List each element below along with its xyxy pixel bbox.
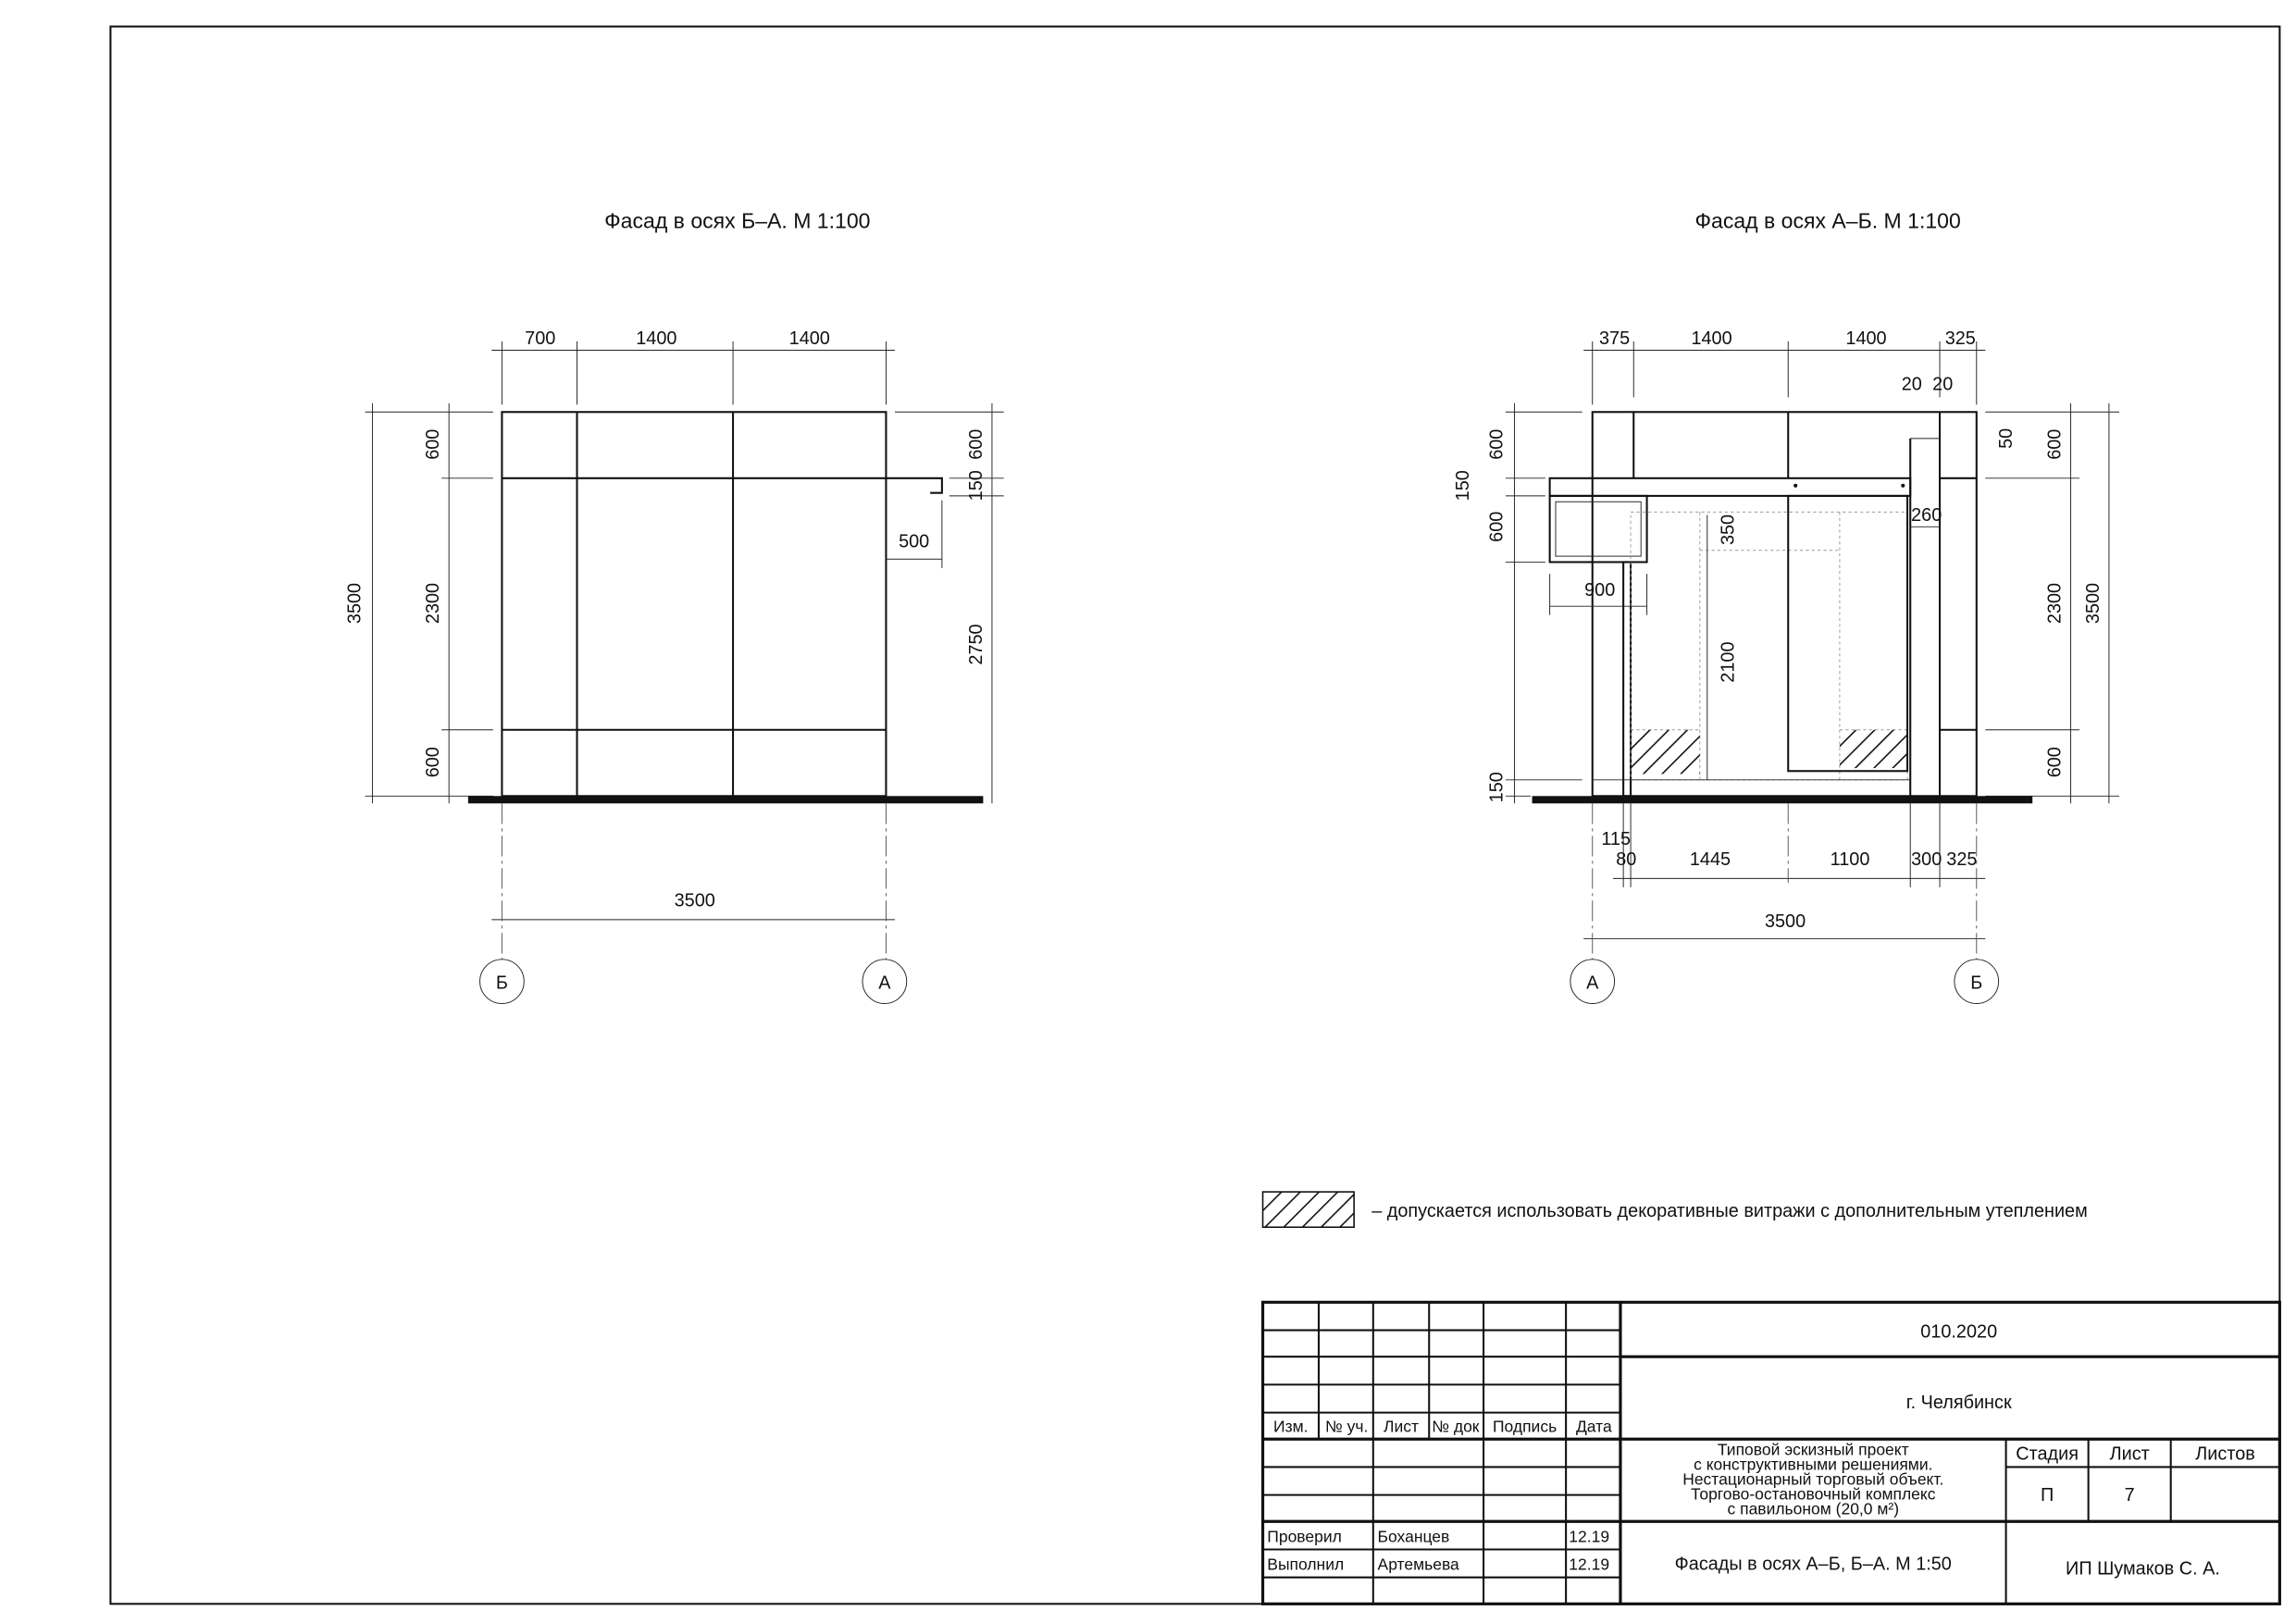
label: 700	[525, 328, 555, 349]
ground-line	[467, 796, 984, 804]
label: 12.19	[1569, 1528, 1609, 1546]
label: № док	[1432, 1417, 1480, 1435]
pole	[1622, 561, 1632, 798]
label: 350	[1718, 514, 1738, 545]
label: Дата	[1576, 1417, 1612, 1435]
label: 3500	[1765, 911, 1806, 932]
label: 900	[1584, 580, 1615, 601]
label: 20	[1902, 374, 1922, 394]
label: 600	[2044, 429, 2065, 460]
label: 600	[1487, 512, 1508, 542]
label: Лист	[2110, 1443, 2150, 1464]
label: 600	[2044, 747, 2065, 777]
label: Выполнил	[1267, 1555, 1344, 1574]
label: 12.19	[1569, 1555, 1609, 1574]
sheet-title: Фасады в осях А–Б, Б–А. М 1:50	[1675, 1555, 1952, 1575]
right-facade: Фасад в осях А–Б. М 1:100 375 1400 1400 …	[1453, 208, 2120, 1004]
right-facade-title: Фасад в осях А–Б. М 1:100	[1695, 208, 1961, 232]
label: Типовой эскизный проект	[1718, 1441, 1909, 1459]
label: 2750	[966, 624, 987, 664]
label: 7	[2125, 1485, 2135, 1505]
label: П	[2041, 1485, 2054, 1505]
label: Боханцев	[1378, 1528, 1450, 1546]
label: Проверил	[1267, 1528, 1342, 1546]
hatched-panel	[1631, 729, 1700, 774]
city: г. Челябинск	[1906, 1393, 2012, 1413]
label: 1400	[1691, 328, 1731, 349]
label: 50	[1996, 428, 2017, 449]
label: Стадия	[2016, 1443, 2079, 1464]
label: 600	[423, 747, 443, 777]
label: 150	[1453, 470, 1473, 501]
label: 2100	[1718, 642, 1738, 683]
legend: – допускается использовать декоративные …	[1261, 1191, 2088, 1229]
axis-marker	[1570, 959, 1616, 1004]
sheet-frame	[109, 25, 2281, 1605]
label: Изм.	[1273, 1417, 1308, 1435]
label: Торгово-остановочный комплекс	[1691, 1484, 1936, 1503]
label: 1445	[1690, 849, 1731, 870]
label: 2300	[423, 583, 443, 624]
label: 1400	[636, 328, 676, 349]
door	[1787, 494, 1909, 773]
label: Нестационарный торговый объект.	[1682, 1470, 1943, 1489]
legend-text: – допускается использовать декоративные …	[1371, 1201, 2088, 1221]
label: 3500	[345, 583, 366, 624]
label: 3500	[675, 891, 715, 911]
project-code: 010.2020	[1920, 1321, 1997, 1342]
label: 500	[899, 532, 929, 552]
axis-marker	[1954, 959, 2000, 1004]
label: Б	[1970, 973, 1982, 994]
label: 1400	[789, 328, 830, 349]
label: 20	[1932, 374, 1953, 394]
sign-board	[1548, 494, 1648, 564]
label: 375	[1599, 328, 1630, 349]
label: 600	[966, 429, 987, 460]
label: 325	[1945, 328, 1976, 349]
left-facade-title: Фасад в осях Б–А. М 1:100	[604, 208, 870, 232]
label: 150	[1487, 772, 1508, 802]
hatch-swatch	[1261, 1191, 1355, 1229]
label: с конструктивными решениями.	[1694, 1456, 1932, 1474]
label: 150	[966, 470, 987, 501]
label: Листов	[2195, 1443, 2255, 1464]
label: 260	[1911, 505, 1942, 526]
label: А	[878, 973, 891, 994]
label: 115	[1601, 829, 1631, 849]
left-facade: Фасад в осях Б–А. М 1:100 700 1400 1400 …	[345, 208, 1004, 1004]
label: Подпись	[1493, 1417, 1557, 1435]
ground-line	[1532, 796, 2033, 804]
label: 3500	[2083, 583, 2104, 624]
label: № уч.	[1325, 1417, 1368, 1435]
label: 600	[1487, 429, 1508, 460]
label: А	[1586, 973, 1599, 994]
label: 600	[423, 429, 443, 460]
axis-marker	[862, 959, 908, 1004]
axis-marker	[479, 959, 525, 1004]
label: 300	[1911, 849, 1942, 870]
label: 325	[1946, 849, 1977, 870]
hatched-panel	[1839, 729, 1908, 769]
label: Артемьева	[1378, 1555, 1459, 1574]
company: ИП Шумаков С. А.	[2066, 1559, 2220, 1580]
label: с павильоном (20,0 м²)	[1728, 1499, 1900, 1518]
label: Лист	[1384, 1417, 1419, 1435]
canopy	[1548, 477, 1912, 497]
label: 2300	[2044, 583, 2065, 624]
label: Б	[496, 973, 508, 994]
label: 1400	[1845, 328, 1886, 349]
title-block: Изм. № уч. Лист № док Подпись Дата 010.2…	[1260, 1300, 2281, 1605]
label: 80	[1616, 849, 1636, 870]
label: 1100	[1831, 849, 1870, 870]
